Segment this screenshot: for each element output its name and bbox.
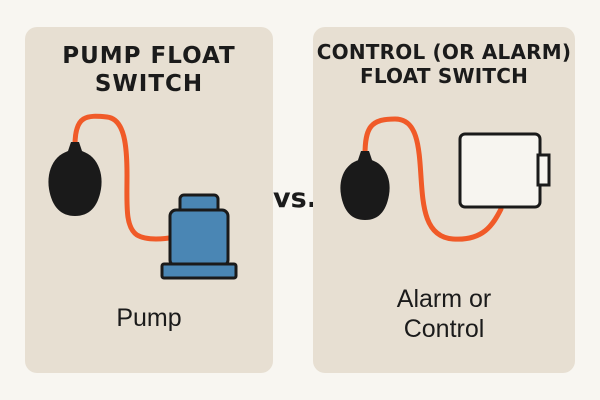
- panel-title-control-float-switch: CONTROL (OR ALARM) FLOAT SWITCH: [316, 40, 572, 88]
- versus-text: vs.: [273, 183, 317, 214]
- float-cable: [72, 113, 178, 242]
- float-ball-icon: [340, 151, 390, 220]
- pump-label: Pump: [116, 304, 182, 332]
- float-cable: [362, 116, 504, 242]
- panel-title-pump-float-switch: PUMP FLOAT SWITCH: [62, 43, 236, 97]
- control-float-switch-panel: CONTROL (OR ALARM) FLOAT SWITCH Alarm or…: [313, 27, 575, 373]
- float-ball-icon: [48, 142, 102, 216]
- control-box-icon: [458, 132, 551, 209]
- pump-float-diagram: [48, 113, 238, 280]
- control-float-diagram: [340, 116, 551, 242]
- pump-float-switch-panel: PUMP FLOAT SWITCH Pump: [25, 27, 273, 373]
- submersible-pump-icon: [160, 193, 238, 280]
- alarm-or-control-label: Alarm or Control: [396, 285, 492, 343]
